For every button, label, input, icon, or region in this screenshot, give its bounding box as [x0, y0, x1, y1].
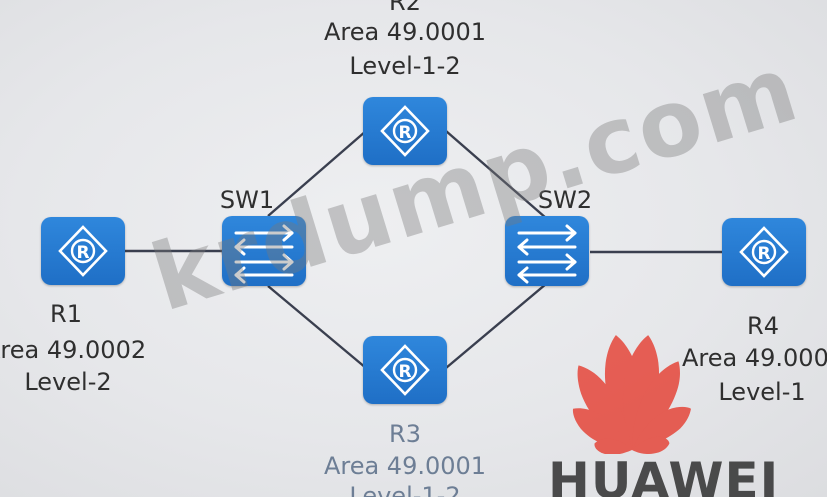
r4-area: Area 49.000 — [682, 344, 827, 372]
router-r2[interactable]: R — [363, 97, 447, 165]
link-r3-sw2 — [445, 283, 547, 369]
router-glyph: R — [398, 362, 411, 382]
r2-name: R2 — [389, 0, 421, 16]
link-sw1-r3 — [267, 285, 367, 369]
huawei-logo-icon — [572, 335, 691, 454]
router-r4[interactable]: R — [722, 218, 806, 286]
r1-name: R1 — [50, 300, 82, 328]
switch-sw1[interactable] — [222, 216, 306, 286]
sw2-name: SW2 — [537, 186, 593, 214]
switch-icon — [234, 224, 294, 284]
router-glyph: R — [398, 123, 411, 143]
r1-level: Level-2 — [24, 368, 112, 396]
link-r2-sw2 — [445, 130, 547, 219]
r4-name: R4 — [747, 312, 779, 340]
r1-area: Area 49.0002 — [0, 336, 147, 364]
router-icon: R — [58, 225, 108, 277]
r3-name: R3 — [389, 420, 421, 448]
sw1-name: SW1 — [219, 186, 275, 214]
router-glyph: R — [76, 243, 89, 263]
switch-sw2[interactable] — [505, 216, 589, 286]
router-icon: R — [380, 105, 430, 157]
link-sw1-r2 — [267, 130, 367, 217]
router-r3[interactable]: R — [363, 336, 447, 404]
r3-area: Area 49.0001 — [323, 452, 487, 480]
r4-level: Level-1 — [718, 378, 806, 406]
router-icon: R — [739, 226, 789, 278]
router-glyph: R — [757, 244, 770, 264]
switch-icon — [517, 224, 577, 284]
r2-area: Area 49.0001 — [323, 18, 487, 46]
router-icon: R — [380, 344, 430, 396]
huawei-wordmark: HUAWEI — [548, 452, 780, 497]
router-r1[interactable]: R — [41, 217, 125, 285]
r2-level: Level-1-2 — [349, 52, 461, 80]
r3-level: Level-1-2 — [349, 482, 461, 497]
